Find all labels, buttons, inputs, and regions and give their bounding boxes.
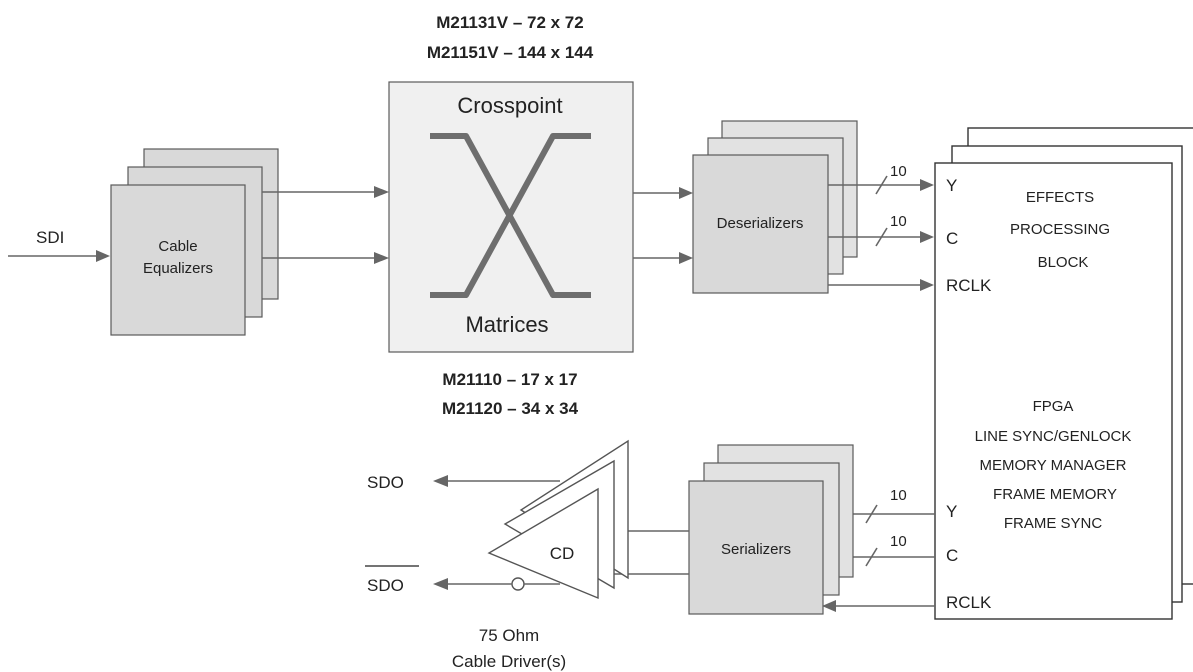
sdo-inv-output-arrow <box>433 578 448 590</box>
fpga-c-out-bus-width: 10 <box>890 533 907 550</box>
sdo-output-arrow <box>433 475 448 487</box>
crosspoint-matrix: Crosspoint Matrices <box>388 81 634 353</box>
fpga-y-out-bus-width: 10 <box>890 487 907 504</box>
deser-y-bus-width: 10 <box>890 163 907 180</box>
fpga-line-3: MEMORY MANAGER <box>980 457 1127 474</box>
matrices-title: Matrices <box>465 312 548 337</box>
eq-to-crosspoint-arrow-1 <box>374 186 389 198</box>
cable-driver-caption-1: 75 Ohm <box>479 626 539 645</box>
cable-driver-stack: CD <box>487 439 629 600</box>
sdi-input-label: SDI <box>36 228 64 247</box>
effects-line-3: BLOCK <box>1038 254 1089 271</box>
fpga-port-c-in: C <box>946 229 958 248</box>
cable-equalizers-stack: Cable Equalizers <box>110 148 279 336</box>
fpga-port-y-in: Y <box>946 176 957 195</box>
serializers-label: Serializers <box>721 541 791 558</box>
serializers-box <box>688 480 824 615</box>
fpga-y-out-bus-slash <box>865 504 878 524</box>
eq-to-crosspoint-arrow-2 <box>374 252 389 264</box>
fpga-c-out-bus-slash <box>865 547 878 567</box>
fpga-line-2: LINE SYNC/GENLOCK <box>975 428 1132 445</box>
fpga-line-1: FPGA <box>1033 398 1074 415</box>
crosspoint-variant-bottom-2: M21120 – 34 x 34 <box>442 399 579 418</box>
crosspoint-variant-top-2: M21151V – 144 x 144 <box>427 43 594 62</box>
crosspoint-line-2 <box>430 133 591 298</box>
fpga-line-4: FRAME MEMORY <box>993 486 1117 503</box>
deser-c-bus-width: 10 <box>890 213 907 230</box>
crosspoint-title: Crosspoint <box>457 93 562 118</box>
fpga-block-box <box>934 162 1173 620</box>
cable-driver-label: CD <box>550 544 575 563</box>
cable-driver-inversion-bubble <box>511 577 525 591</box>
crosspoint-variant-top-1: M21131V – 72 x 72 <box>436 13 583 32</box>
fpga-block-stack: Y C RCLK EFFECTS PROCESSING BLOCK FPGA L… <box>934 127 1193 620</box>
deser-y-arrow <box>920 179 934 191</box>
fpga-port-y-out: Y <box>946 502 957 521</box>
fpga-line-5: FRAME SYNC <box>1004 515 1103 532</box>
cable-driver-caption-2: Cable Driver(s) <box>452 652 566 671</box>
cable-equalizers-label-1: Cable <box>158 238 197 255</box>
deserializers-stack: Deserializers <box>692 120 858 294</box>
sdo-output-label: SDO <box>367 473 404 492</box>
fpga-port-c-out: C <box>946 546 958 565</box>
deser-y-bus-slash <box>875 175 888 195</box>
sdi-input-arrow <box>96 250 110 262</box>
cable-equalizers-label-2: Equalizers <box>143 260 213 277</box>
effects-line-2: PROCESSING <box>1010 221 1110 238</box>
crosspoint-to-deser-arrow-2 <box>679 252 693 264</box>
fpga-port-rclk-in: RCLK <box>946 276 992 295</box>
deser-c-bus-slash <box>875 227 888 247</box>
deser-rclk-arrow <box>920 279 934 291</box>
deser-c-arrow <box>920 231 934 243</box>
fpga-rclk-out-arrow <box>822 600 836 612</box>
crosspoint-variant-bottom-1: M21110 – 17 x 17 <box>442 370 577 389</box>
effects-line-1: EFFECTS <box>1026 189 1094 206</box>
serializers-stack: Serializers <box>688 444 854 615</box>
cable-equalizers-box <box>110 184 246 336</box>
fpga-port-rclk-out: RCLK <box>946 593 992 612</box>
cable-driver-triangle <box>487 487 599 600</box>
deserializers-label: Deserializers <box>717 215 804 232</box>
deserializers-box <box>692 154 829 294</box>
crosspoint-to-deser-arrow-1 <box>679 187 693 199</box>
sdo-inv-output-label: SDO <box>367 576 404 595</box>
